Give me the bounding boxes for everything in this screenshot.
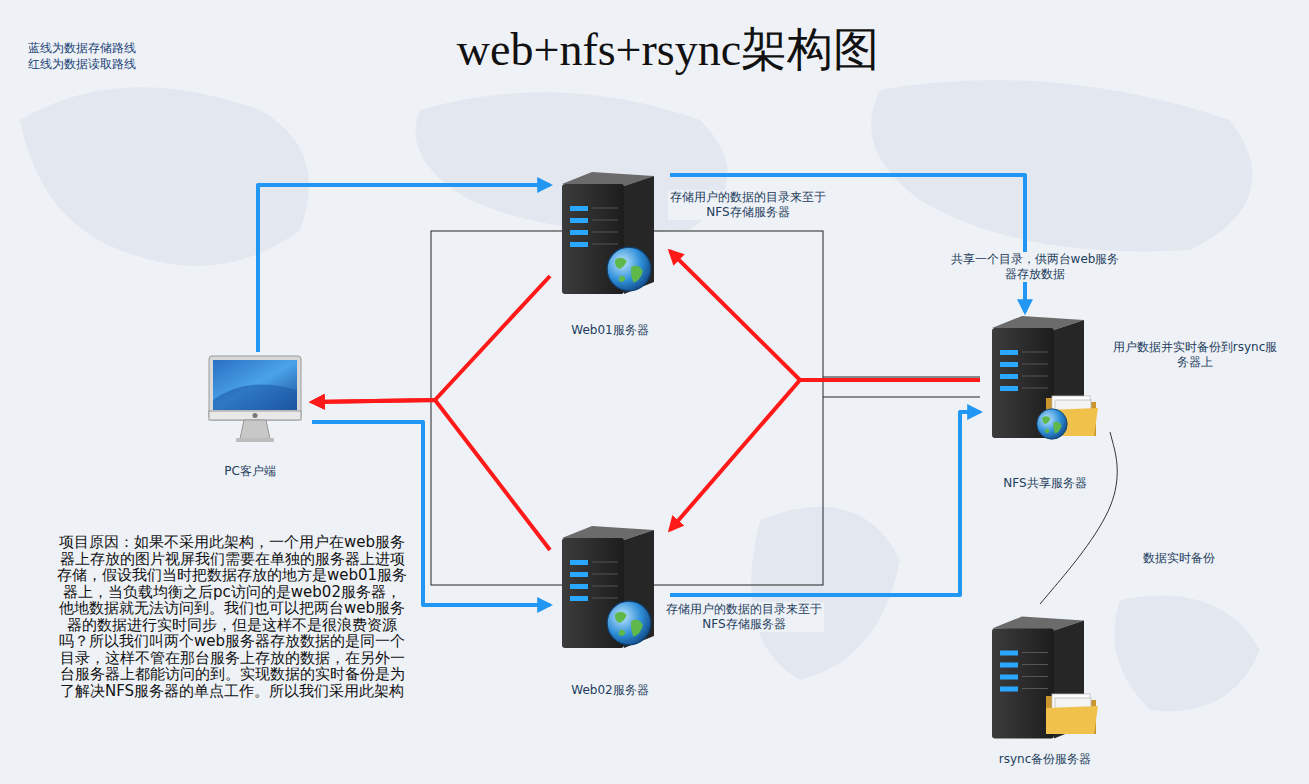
frame-link (823, 397, 980, 398)
node-label: rsync备份服务器 (980, 752, 1110, 767)
read-route (312, 276, 550, 402)
map-ground (20, 80, 1260, 711)
globe-icon (1037, 409, 1067, 439)
globe-icon (607, 601, 651, 645)
project-note: 项目原因：如果不采用此架构，一个用户在web服务器上存放的图片视屏我们需要在单独… (56, 534, 408, 699)
edge-label: 数据实时备份 (1134, 551, 1224, 566)
server-node: rsync备份服务器 (980, 604, 1110, 770)
node-label: PC客户端 (188, 464, 312, 479)
server-node: NFS共享服务器 (980, 312, 1110, 494)
diagram-title: web+nfs+rsync架构图 (380, 20, 956, 80)
server-icon (562, 172, 654, 294)
server-node: Web01服务器 (550, 166, 670, 341)
node-label: NFS共享服务器 (980, 476, 1110, 491)
server-icon (562, 526, 654, 648)
read-route (312, 400, 550, 550)
node-label: Web02服务器 (550, 683, 670, 698)
annotation: 用户数据并实时备份到rsync服务器上 (1112, 340, 1278, 370)
frame-link (823, 377, 980, 378)
client-node: PC客户端 (188, 352, 312, 482)
globe-icon (607, 247, 651, 291)
node-label: Web01服务器 (550, 323, 670, 338)
pc-icon (209, 356, 301, 442)
read-route (670, 251, 980, 380)
edge-label: 存储用户的数据的目录来至于NFS存储服务器 (664, 602, 824, 632)
read-route (670, 380, 980, 530)
server-node: Web02服务器 (550, 520, 670, 701)
legend-note: 蓝线为数据存储路线 (28, 41, 188, 56)
legend-note: 红线为数据读取路线 (28, 57, 188, 72)
storage-route (670, 412, 980, 595)
backup-link (1040, 432, 1117, 604)
edge-label: 存储用户的数据的目录来至于NFS存储服务器 (668, 190, 828, 220)
folder-icon (1046, 694, 1098, 734)
annotation: 共享一个目录，供两台web服务器存放数据 (946, 252, 1124, 282)
storage-route (258, 185, 550, 352)
